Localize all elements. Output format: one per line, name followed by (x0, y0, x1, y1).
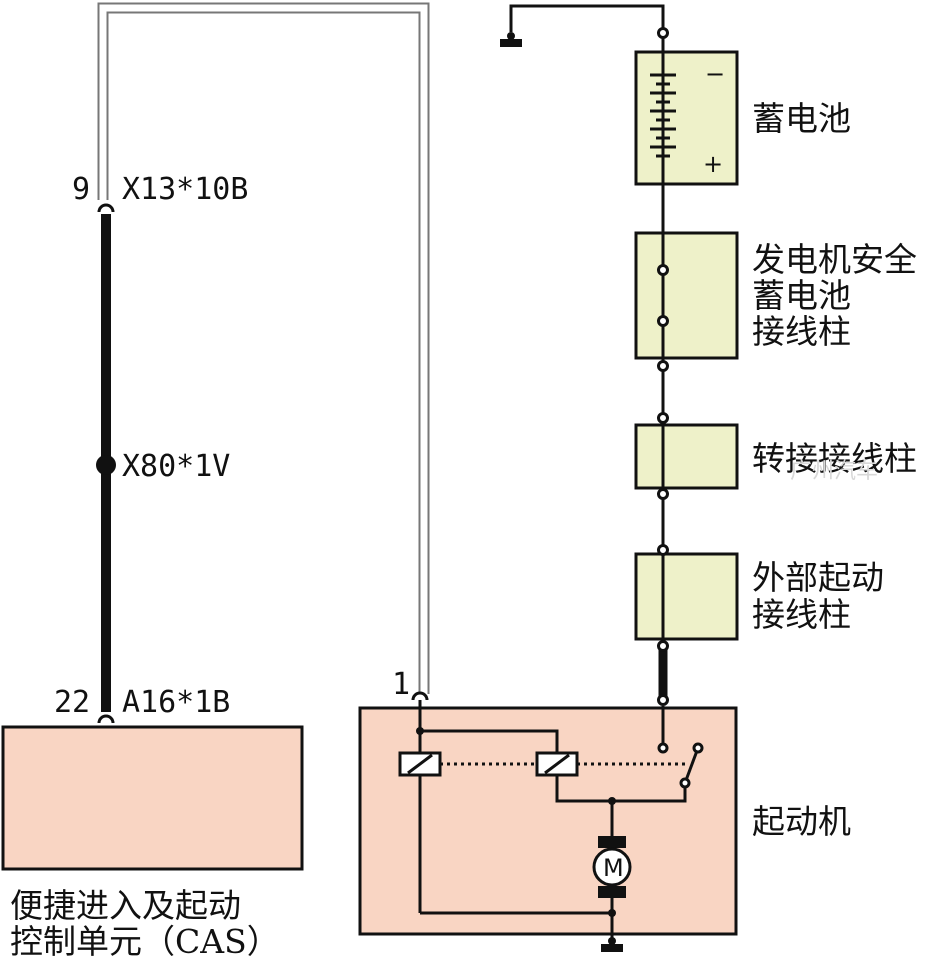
switch-contacts (657, 742, 704, 789)
cas-label-line2: 控制单元（CAS） (10, 922, 280, 960)
battery (634, 50, 739, 186)
connector-x80-label: X80*1V (122, 449, 230, 484)
transfer-terminal (634, 423, 739, 490)
pin-1-label: 1 (392, 667, 410, 702)
starter-dots (416, 727, 616, 917)
battery-minus-symbol: − (705, 60, 725, 88)
generator-label-line2: 蓄电池 (752, 276, 851, 315)
motor-m-label: M (603, 854, 624, 882)
external-start-terminal (634, 552, 739, 641)
battery-label: 蓄电池 (752, 99, 851, 138)
connector-x13-label: X13*10B (122, 172, 248, 207)
starter-label: 起动机 (752, 802, 851, 841)
cas-label-line1: 便捷进入及起动 (10, 886, 241, 925)
ground-top (500, 4, 665, 47)
watermark-text: 广州汽车 (790, 459, 878, 484)
motor-symbol (592, 836, 632, 898)
starter-internal-wiring (418, 700, 700, 938)
generator-label-line1: 发电机安全 (752, 240, 917, 279)
external-label-line1: 外部起动 (752, 558, 884, 597)
generator-label-line3: 接线柱 (752, 312, 851, 351)
pin-22-label: 22 (54, 685, 90, 720)
connector-a16-label: A16*1B (122, 685, 230, 720)
connector-arc-starter (411, 691, 429, 701)
relay-coil-right (535, 751, 579, 777)
ground-bottom (601, 937, 623, 952)
thick-wire-cas (96, 203, 116, 724)
terminal-points (657, 27, 669, 706)
cas-control-unit (1, 725, 304, 871)
generator-safety-terminal (634, 231, 739, 360)
starter-module (358, 706, 738, 936)
splice-x80 (96, 455, 116, 475)
pin-9-label: 9 (72, 172, 90, 207)
connector-arc-bottom (97, 714, 115, 724)
hollow-wire-cas-to-starter (97, 2, 430, 694)
external-label-line2: 接线柱 (752, 595, 851, 634)
connector-arc-top (97, 203, 115, 213)
relay-coil-left (398, 751, 442, 777)
battery-plus-symbol: + (703, 150, 723, 178)
transfer-label: 转接接线柱 (752, 439, 917, 478)
